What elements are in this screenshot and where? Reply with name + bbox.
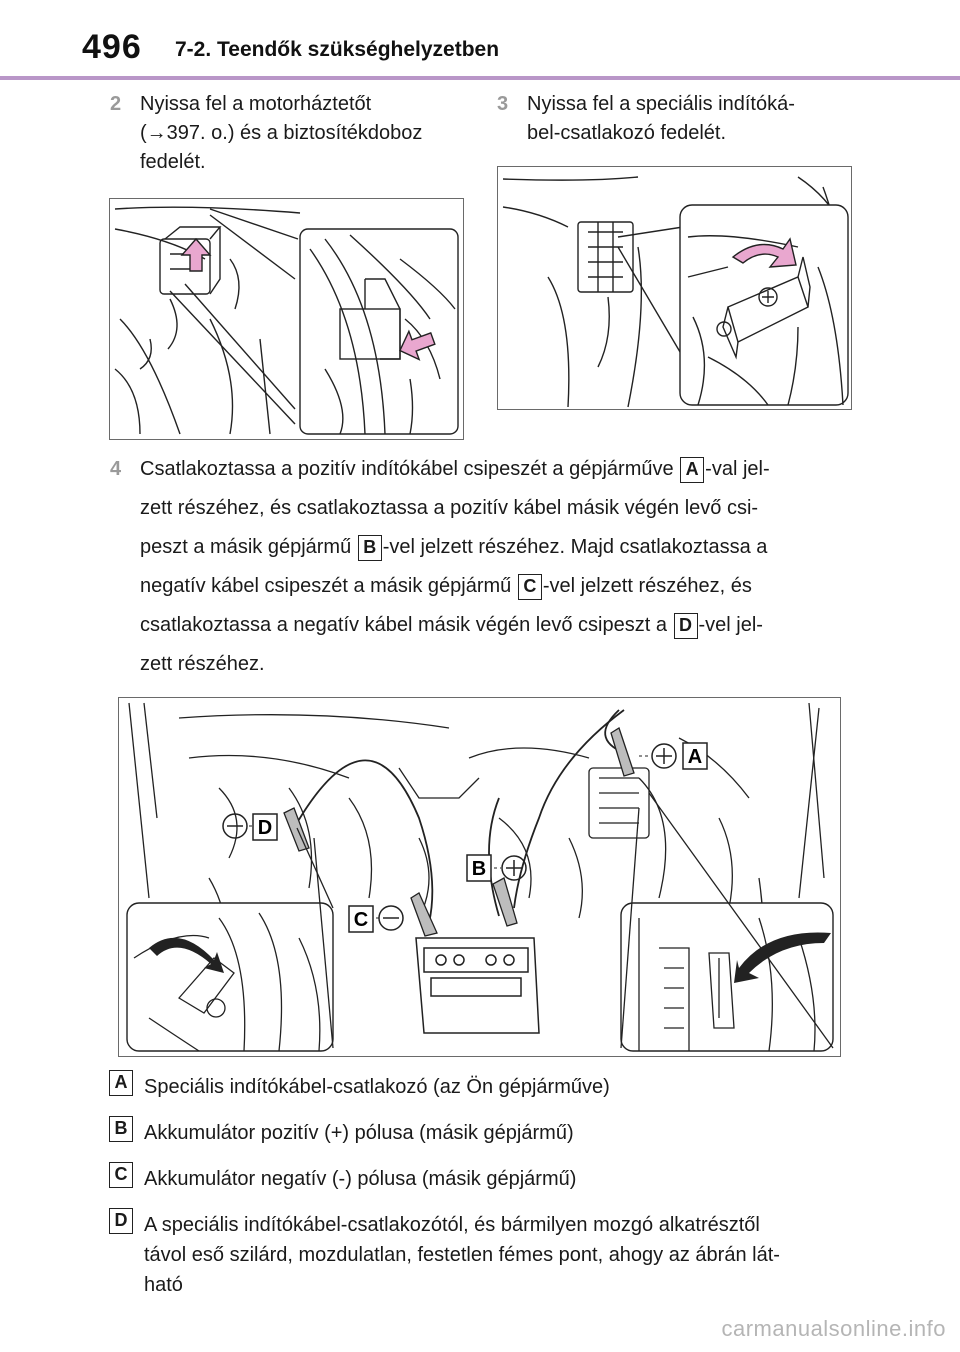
legend-tag: A bbox=[109, 1070, 133, 1096]
step-line: peszt a másik gépjármű B-vel jelzett rés… bbox=[140, 528, 860, 567]
legend-item-d: D A speciális indítókábel-csatlakozótól,… bbox=[108, 1206, 868, 1316]
fuse-box-illustration bbox=[114, 206, 459, 435]
step-line: negatív kábel csipeszét a másik gépjármű… bbox=[140, 567, 860, 606]
figure-fuse-box bbox=[109, 198, 464, 440]
label-tag-c: C bbox=[517, 573, 542, 600]
legend-text: A speciális indítókábel-csatlakozótól, é… bbox=[144, 1210, 780, 1300]
legend-line: ható bbox=[144, 1274, 183, 1296]
legend-text: Speciális indítókábel-csatlakozó (az Ön … bbox=[144, 1072, 610, 1102]
legend-item-a: A Speciális indítókábel-csatlakozó (az Ö… bbox=[108, 1068, 868, 1114]
legend-text: Akkumulátor negatív (-) pólusa (másik gé… bbox=[144, 1164, 576, 1194]
legend-tag: D bbox=[109, 1208, 133, 1234]
text-run: -vel jelzett részéhez, és bbox=[542, 575, 752, 597]
step-line: csatlakoztassa a negatív kábel másik vég… bbox=[140, 606, 860, 645]
step-line: fedelét. bbox=[140, 151, 206, 173]
step-line: Csatlakoztassa a pozitív indítókábel csi… bbox=[140, 450, 860, 489]
watermark: carmanualsonline.info bbox=[721, 1316, 946, 1341]
step-line: zett részéhez. bbox=[140, 653, 265, 675]
legend-line: távol eső szilárd, mozdulatlan, festetle… bbox=[144, 1244, 780, 1266]
legend-line: A speciális indítókábel-csatlakozótól, é… bbox=[144, 1214, 760, 1236]
step-line: zett részéhez, és csatlakoztassa a pozit… bbox=[140, 497, 759, 519]
battery-icon bbox=[415, 937, 540, 1034]
step-text: Nyissa fel a speciális indítóká- bel-csa… bbox=[527, 90, 795, 148]
legend-line: Akkumulátor pozitív (+) pólusa (másik gé… bbox=[144, 1122, 574, 1144]
step-number: 2 bbox=[110, 93, 122, 115]
open-arrow-icon bbox=[180, 237, 212, 272]
negative-clamp-icon bbox=[410, 892, 438, 937]
text-run: negatív kábel csipeszét a másik gépjármű bbox=[140, 575, 517, 597]
text-run: csatlakoztassa a negatív kábel másik vég… bbox=[140, 614, 673, 636]
legend-line: Speciális indítókábel-csatlakozó (az Ön … bbox=[144, 1076, 610, 1098]
step-4-text: Csatlakoztassa a pozitív indítókábel csi… bbox=[140, 450, 860, 684]
text-run: -vel jelzett részéhez. Majd csatlakoztas… bbox=[382, 536, 768, 558]
figure-label-d: D bbox=[258, 817, 272, 839]
connector-clamp-icon bbox=[610, 727, 635, 777]
figure-engine-bay: A B C D bbox=[118, 697, 841, 1057]
header-divider bbox=[0, 76, 960, 80]
step-2: 2 Nyissa fel a motorháztetőt (→397. o.) … bbox=[110, 90, 460, 190]
flip-arrow-icon bbox=[731, 237, 797, 268]
figure-connector-cover bbox=[497, 166, 852, 410]
legend-text: Akkumulátor pozitív (+) pólusa (másik gé… bbox=[144, 1118, 574, 1148]
legend-tag: C bbox=[109, 1162, 133, 1188]
positive-clamp-icon bbox=[492, 877, 518, 927]
figure-label-b: B bbox=[472, 858, 486, 880]
legend: A Speciális indítókábel-csatlakozó (az Ö… bbox=[108, 1068, 868, 1316]
step-line: (→397. o.) és a biztosítékdoboz bbox=[140, 122, 423, 144]
step-3: 3 Nyissa fel a speciális indítóká- bel-c… bbox=[497, 90, 847, 160]
push-arrow-icon bbox=[398, 329, 436, 361]
legend-line: Akkumulátor negatív (-) pólusa (másik gé… bbox=[144, 1168, 577, 1190]
page-header: 496 7-2. Teendők szükséghelyzetben bbox=[0, 0, 960, 80]
connector-cover-illustration bbox=[502, 176, 849, 408]
figure-label-a: A bbox=[688, 746, 702, 768]
label-tag-b: B bbox=[357, 534, 382, 561]
label-tag-d: D bbox=[673, 612, 698, 639]
text-run: -vel jel- bbox=[698, 614, 763, 636]
step-number: 3 bbox=[497, 93, 509, 115]
legend-tag: B bbox=[109, 1116, 133, 1142]
step-4-number-wrap: 4 bbox=[110, 455, 140, 485]
step-line: Nyissa fel a motorháztetőt bbox=[140, 93, 372, 115]
section-title: 7-2. Teendők szükséghelyzetben bbox=[175, 38, 500, 61]
text-run: peszt a másik gépjármű bbox=[140, 536, 357, 558]
figure-label-c: C bbox=[354, 909, 368, 931]
label-tag-a: A bbox=[680, 456, 705, 483]
step-number: 4 bbox=[110, 458, 122, 480]
pointer-arrow-icon bbox=[734, 932, 831, 983]
legend-item-c: C Akkumulátor negatív (-) pólusa (másik … bbox=[108, 1160, 868, 1206]
engine-bay-illustration: A B C D bbox=[126, 702, 834, 1052]
legend-item-b: B Akkumulátor pozitív (+) pólusa (másik … bbox=[108, 1114, 868, 1160]
pointer-arrow-icon bbox=[149, 937, 224, 973]
step-text: Nyissa fel a motorháztetőt (→397. o.) és… bbox=[140, 90, 422, 177]
page-number: 496 bbox=[82, 28, 142, 66]
ground-clamp-icon bbox=[283, 807, 310, 852]
step-line: bel-csatlakozó fedelét. bbox=[527, 122, 727, 144]
text-run: -val jel- bbox=[705, 458, 770, 480]
step-line: Nyissa fel a speciális indítóká- bbox=[527, 93, 795, 115]
text-run: Csatlakoztassa a pozitív indítókábel csi… bbox=[140, 458, 680, 480]
